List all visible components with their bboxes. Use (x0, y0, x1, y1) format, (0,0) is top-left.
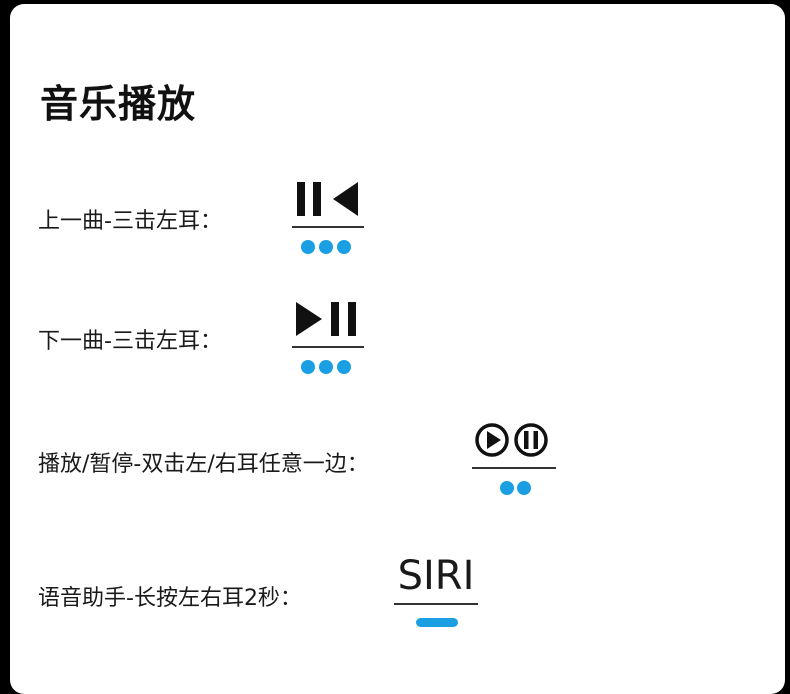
tap-dot (301, 240, 315, 254)
instruction-card: 音乐播放 上一曲-三击左耳： 下一曲-三击左耳： 播放/暂停-双击左/右耳任意一… (10, 4, 785, 694)
play-pause-icon (472, 423, 556, 495)
tap-dot (337, 240, 351, 254)
row-label-previous-track: 上一曲-三击左耳： (38, 209, 222, 234)
previous-track-gesture (292, 179, 368, 263)
row-label-play-pause: 播放/暂停-双击左/右耳任意一边： (38, 452, 369, 477)
previous-track-icon (292, 182, 364, 254)
next-track-icon (292, 302, 364, 374)
tap-dot (517, 481, 531, 495)
row-label-voice-assistant: 语音助手-长按左右耳2秒： (38, 586, 302, 611)
page-title: 音乐播放 (40, 82, 197, 126)
tap-dot (337, 360, 351, 374)
next-track-gesture (292, 298, 368, 382)
siri-icon: SIRI (397, 553, 475, 599)
long-press-indicator (394, 603, 478, 627)
tap-dot (301, 360, 315, 374)
siri-gesture: SIRI (394, 552, 480, 636)
tap-dot (500, 481, 514, 495)
row-label-next-track: 下一曲-三击左耳： (38, 329, 222, 354)
tap-dot (319, 360, 333, 374)
play-pause-gesture (470, 420, 560, 504)
tap-dot (319, 240, 333, 254)
